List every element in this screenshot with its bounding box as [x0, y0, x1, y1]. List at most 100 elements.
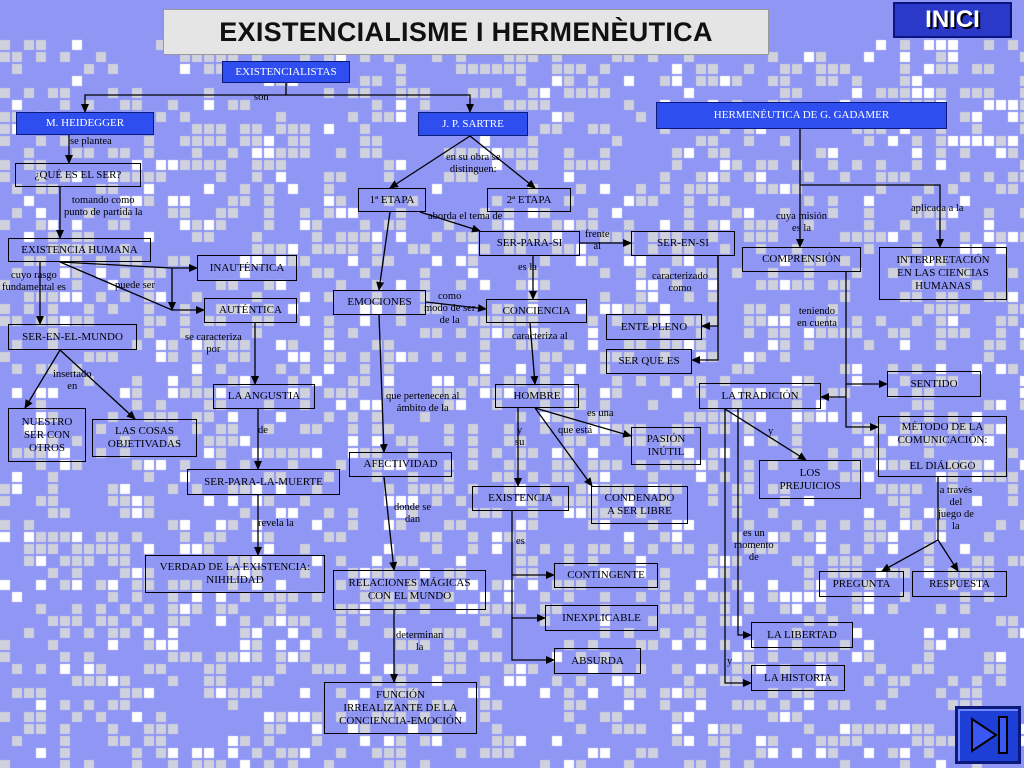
connector-38	[724, 409, 752, 687]
label-caracteriza-al: caracteriza al	[512, 331, 568, 342]
label-teniendo-en-cuenta: teniendo en cuenta	[797, 306, 837, 329]
connector-37	[724, 408, 807, 461]
node-ser-en-si: SER-EN-SI	[631, 231, 735, 256]
connector-33	[800, 184, 944, 248]
node-afectividad: AFECTIVIDAD	[349, 452, 452, 477]
label-que-esta: que está	[558, 425, 593, 436]
label-como-modo-de-ser: como modo de ser de la	[424, 291, 476, 326]
node-primera-etapa: 1ª ETAPA	[358, 188, 426, 212]
node-existencialistas: EXISTENCIALISTAS	[222, 61, 350, 83]
node-ser-en-el-mundo: SER-EN-EL-MUNDO	[8, 324, 137, 350]
label-revela-la: revela la	[258, 518, 294, 529]
node-inautentica: INAUTÉNTICA	[197, 255, 297, 281]
label-tomando-como: tomando como punto de partida la	[64, 195, 143, 218]
node-metodo-comunicacion: MÉTODO DE LA COMUNICACIÓN: EL DIÁLOGO	[878, 416, 1007, 477]
node-interpretacion: INTERPRETACIÓN EN LAS CIENCIAS HUMANAS	[879, 247, 1007, 300]
label-cuyo-rasgo: cuyo rasgo fundamental es	[2, 270, 66, 293]
node-pasion-inutil: PASIÓN INÚTIL	[631, 427, 701, 465]
label-donde-se-dan: donde se dan	[394, 502, 432, 525]
home-button[interactable]: INICI	[893, 2, 1012, 38]
label-de: de	[258, 425, 268, 436]
node-pregunta: PREGUNTA	[819, 571, 904, 597]
page-title: EXISTENCIALISME I HERMENÈUTICA	[219, 16, 713, 47]
node-autentica: AUTÉNTICA	[204, 298, 297, 323]
node-la-angustia: LA ANGUSTIA	[213, 384, 315, 409]
node-existencia-humana: EXISTENCIA HUMANA	[8, 238, 151, 262]
label-son: son	[254, 92, 269, 103]
label-insertado-en: insertado en	[53, 369, 92, 392]
node-ser-que-es: SER QUE ES	[606, 349, 692, 374]
connector-31	[511, 618, 555, 664]
connector-35	[845, 384, 879, 431]
label-se-plantea: se plantea	[70, 136, 112, 147]
node-ente-pleno: ENTE PLENO	[606, 314, 702, 340]
connector-19	[529, 322, 539, 385]
node-nuestro-ser-con-otros: NUESTRO SER CON OTROS	[8, 408, 86, 462]
label-y-su: y su	[515, 425, 525, 448]
label-determinan-la: determinan la	[396, 630, 444, 653]
node-hombre: HOMBRE	[495, 384, 579, 408]
node-inexplicable: INEXPLICABLE	[545, 605, 658, 631]
node-que-es-el-ser: ¿QUÉ ES EL SER?	[15, 163, 141, 187]
connector-30	[511, 575, 546, 622]
label-aplicada-a-la: aplicada a la	[911, 203, 964, 214]
node-verdad-existencia: VERDAD DE LA EXISTENCIA: NIHILIDAD	[145, 555, 325, 593]
connector-27	[534, 407, 593, 487]
node-sartre: J. P. SARTRE	[418, 112, 528, 136]
node-existencia: EXISTENCIA	[472, 486, 569, 511]
node-absurda: ABSURDA	[554, 648, 641, 674]
label-a-traves: a través del juego de la	[938, 485, 974, 532]
node-relaciones-magicas: RELACIONES MÁGICAS CON EL MUNDO	[333, 570, 486, 610]
label-aborda: aborda el tema de	[428, 211, 503, 222]
connector-0	[81, 83, 287, 113]
connector-26	[534, 407, 632, 438]
node-funcion-irrealizante: FUNCIÓN IRREALIZANTE DE LA CONCIENCIA-EM…	[324, 682, 477, 734]
connector-4	[389, 135, 471, 189]
connector-24	[383, 476, 398, 571]
node-ser-para-la-muerte: SER-PARA-LA-MUERTE	[187, 469, 340, 495]
label-es-un-momento: es un momento de	[734, 528, 774, 563]
node-emociones: EMOCIONES	[333, 290, 426, 315]
connector-21	[691, 256, 719, 364]
connector-22	[376, 211, 391, 291]
label-frente-al: frente al	[585, 229, 610, 252]
connector-1	[286, 94, 474, 113]
node-gadamer: HERMENÉUTICA DE G. GADAMER	[656, 102, 947, 129]
connector-6	[419, 211, 481, 233]
connector-23	[378, 314, 388, 453]
node-conciencia: CONCIENCIA	[486, 299, 587, 323]
node-la-historia: LA HISTORIA	[751, 665, 845, 691]
label-se-caracteriza-por: se caracteriza por	[185, 332, 242, 355]
label-es-la: es la	[518, 262, 537, 273]
node-respuesta: RESPUESTA	[912, 571, 1007, 597]
label-que-pertenecen: que pertenecen al ámbito de la	[386, 391, 460, 414]
home-button-label: INICI	[925, 6, 980, 33]
connector-18	[425, 301, 487, 313]
label-es-una: es una	[587, 408, 614, 419]
label-en-su-obra: en su obra se distinguen:	[446, 152, 501, 175]
connector-13	[59, 349, 136, 420]
next-slide-button[interactable]	[955, 706, 1021, 764]
label-puede-ser: puede ser	[115, 280, 155, 291]
node-los-prejuicios: LOS PREJUICIOS	[759, 460, 861, 499]
label-es: es	[516, 536, 525, 547]
skip-to-end-icon	[971, 716, 1008, 754]
connector-40	[881, 477, 939, 572]
node-ser-para-si: SER-PARA-SI	[479, 231, 580, 256]
node-la-libertad: LA LIBERTAD	[751, 622, 853, 648]
node-la-tradicion: LA TRADICIÓN	[699, 383, 821, 409]
node-segunda-etapa: 2ª ETAPA	[487, 188, 571, 212]
label-y-historia: y	[727, 656, 733, 667]
node-comprension: COMPRENSIÓN	[742, 247, 861, 272]
connector-5	[469, 135, 536, 189]
connector-39	[737, 409, 752, 639]
node-las-cosas-objetivadas: LAS COSAS OBJETIVADAS	[92, 419, 197, 457]
label-cuya-mision: cuya misión es la	[776, 211, 828, 234]
node-contingente: CONTINGENTE	[554, 563, 658, 588]
node-heidegger: M. HEIDEGGER	[16, 112, 154, 135]
node-sentido: SENTIDO	[887, 371, 981, 397]
connector-41	[937, 539, 959, 572]
connector-8	[59, 261, 198, 272]
node-condenado-a-ser-libre: CONDENADO A SER LIBRE	[591, 486, 688, 524]
